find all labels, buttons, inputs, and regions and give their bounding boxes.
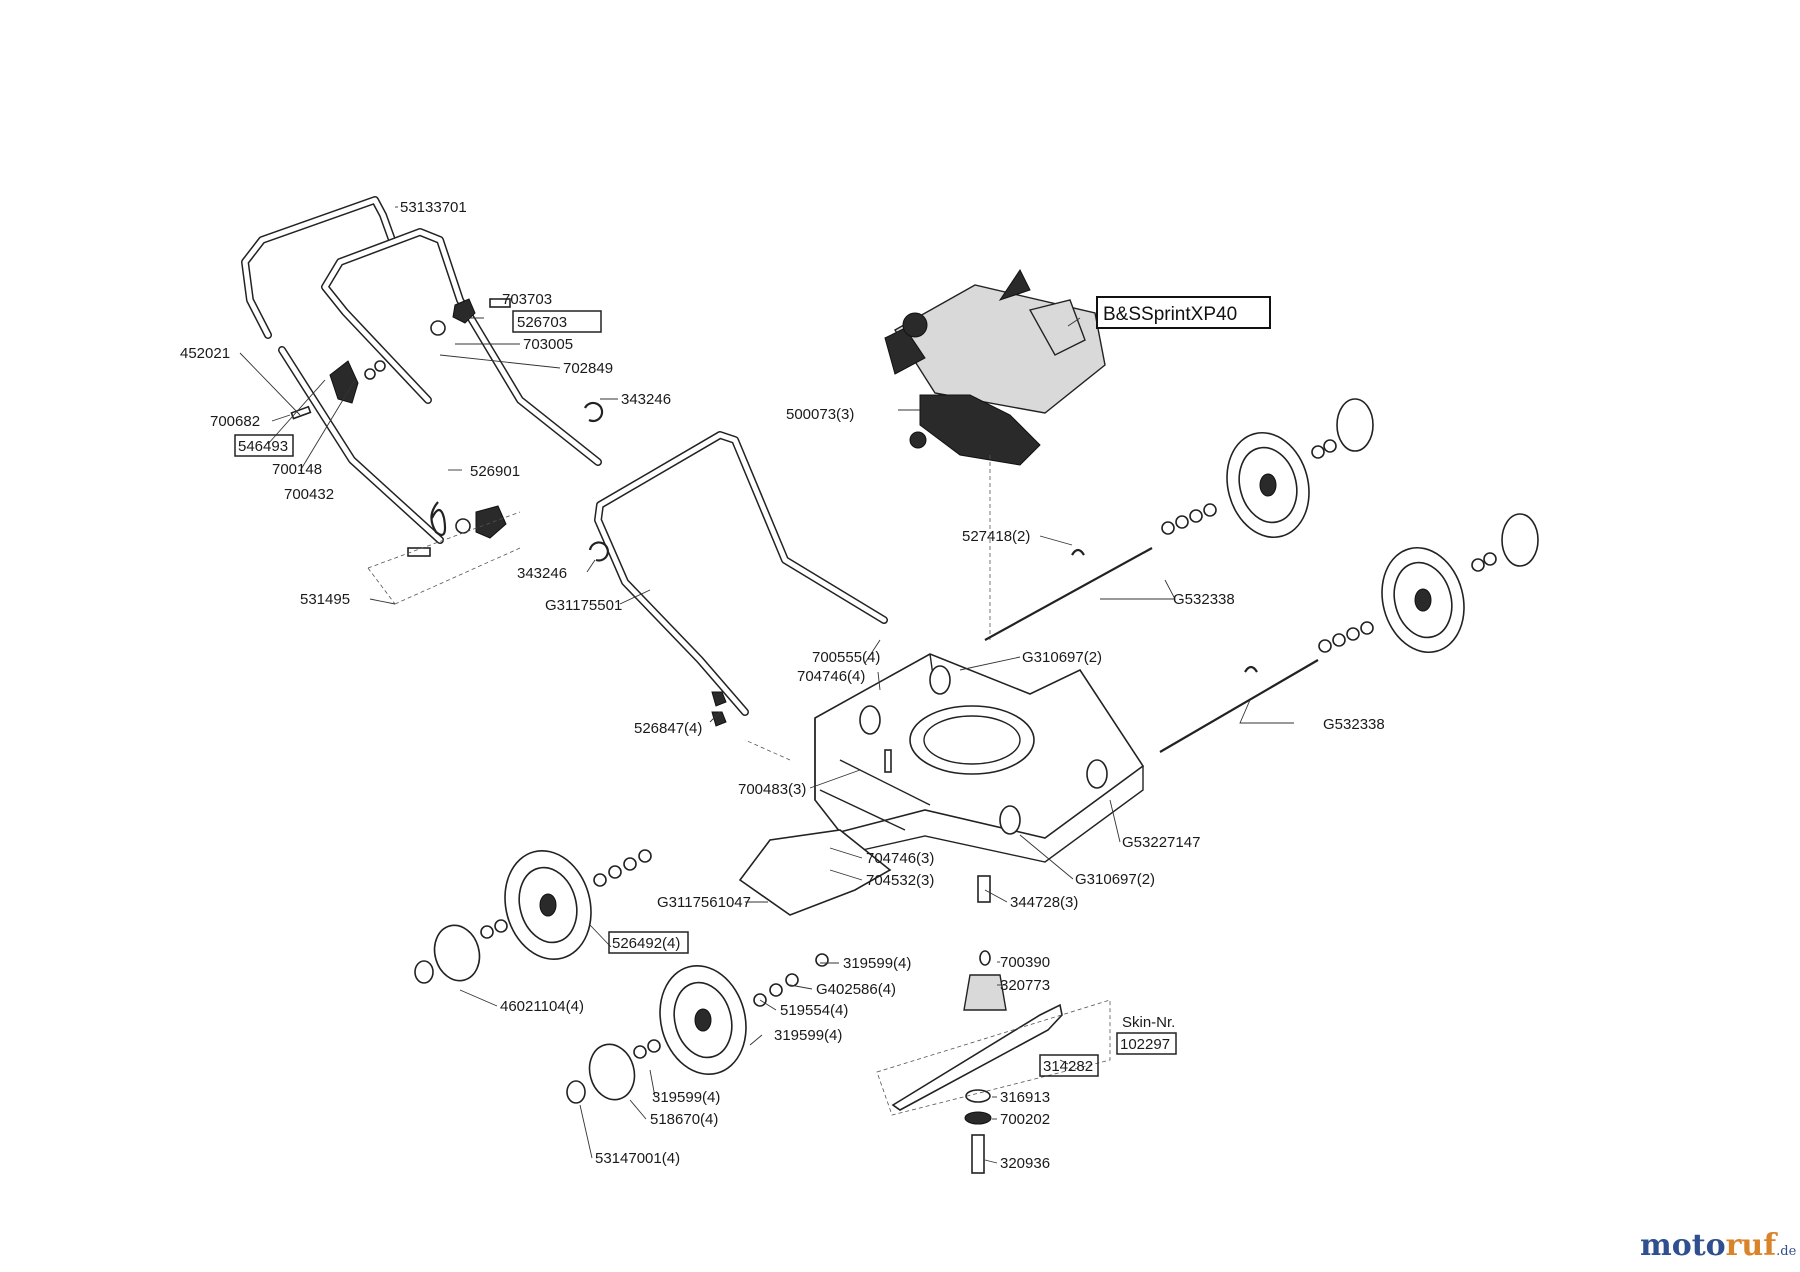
logo-part-ruf: ruf [1726, 1228, 1779, 1263]
box-546493 [234, 434, 294, 457]
box-526492 [608, 931, 689, 954]
label-518670: 518670(4) [650, 1111, 718, 1128]
label-G310697-top: G310697(2) [1022, 649, 1102, 666]
label-skin-nr: Skin-Nr. [1122, 1014, 1175, 1031]
label-700555: 700555(4) [812, 649, 880, 666]
logo-suffix: .de [1776, 1244, 1796, 1259]
box-526703 [512, 310, 602, 333]
label-G31175501: G31175501 [545, 597, 622, 614]
engine [884, 269, 1106, 640]
label-526492: 526492(4) [612, 935, 680, 952]
label-319599-bottom: 319599(4) [652, 1089, 720, 1106]
label-G3117561047: G3117561047 [657, 894, 751, 911]
svg-text:motoruf.de: motoruf.de [1640, 1228, 1797, 1263]
box-314282 [1039, 1054, 1099, 1077]
part-labels: 53133701 703703 526703 703005 702849 452… [180, 199, 1385, 1172]
rear-wheels [984, 398, 1539, 753]
label-526901: 526901 [470, 463, 520, 480]
label-320936: 320936 [1000, 1155, 1050, 1172]
label-704746-top: 704746(4) [797, 668, 865, 685]
label-700390: 700390 [1000, 954, 1050, 971]
lower-handle [588, 431, 888, 727]
label-53133701: 53133701 [400, 199, 467, 216]
label-344728: 344728(3) [1010, 894, 1078, 911]
label-703005: 703005 [523, 336, 573, 353]
label-702849: 702849 [563, 360, 613, 377]
label-102297: 102297 [1120, 1036, 1170, 1053]
mower-deck [738, 653, 1145, 916]
label-526847: 526847(4) [634, 720, 702, 737]
label-46021104: 46021104(4) [500, 998, 584, 1015]
label-engine: B&SSprintXP40 [1103, 304, 1237, 325]
label-G53227147: G53227147 [1122, 834, 1200, 851]
label-700202: 700202 [1000, 1111, 1050, 1128]
label-519554: 519554(4) [780, 1002, 848, 1019]
label-319599-middle: 319599(4) [774, 1027, 842, 1044]
label-704532: 704532(3) [866, 872, 934, 889]
label-319599-top: 319599(4) [843, 955, 911, 972]
label-700483: 700483(3) [738, 781, 806, 798]
label-527418: 527418(2) [962, 528, 1030, 545]
label-500073: 500073(3) [786, 406, 854, 423]
front-wheels [414, 849, 829, 1104]
label-G402586: G402586(4) [816, 981, 896, 998]
box-102297 [1116, 1032, 1177, 1055]
logo-part-moto: moto [1640, 1228, 1726, 1263]
label-G532338-top: G532338 [1173, 591, 1235, 608]
leader-lines [239, 206, 1294, 1164]
upper-handle-assembly [241, 196, 604, 605]
label-53147001: 53147001(4) [595, 1150, 680, 1167]
label-703703: 703703 [502, 291, 552, 308]
label-G532338-bottom: G532338 [1323, 716, 1385, 733]
label-343246-top: 343246 [621, 391, 671, 408]
box-engine [1096, 296, 1271, 329]
label-316913: 316913 [1000, 1089, 1050, 1106]
label-700432: 700432 [284, 486, 334, 503]
label-314282: 314282 [1043, 1058, 1093, 1075]
motoruf-logo: motoruf.de [1640, 1228, 1797, 1263]
blade-assembly [876, 950, 1111, 1174]
label-526703: 526703 [517, 314, 567, 331]
label-G310697-bottom: G310697(2) [1075, 871, 1155, 888]
label-704746-bottom: 704746(3) [866, 850, 934, 867]
label-546493: 546493 [238, 438, 288, 455]
label-700682: 700682 [210, 413, 260, 430]
label-700148: 700148 [272, 461, 322, 478]
label-452021: 452021 [180, 345, 230, 362]
label-531495: 531495 [300, 591, 350, 608]
label-320773: 320773 [1000, 977, 1050, 994]
label-343246-bottom: 343246 [517, 565, 567, 582]
